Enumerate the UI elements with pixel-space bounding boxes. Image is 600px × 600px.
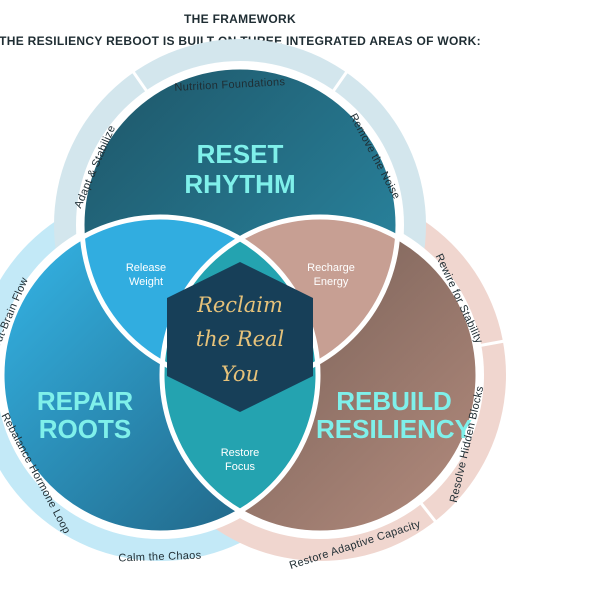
center-line2: the Real: [196, 327, 285, 351]
overlap-top-left-line2: Weight: [129, 276, 163, 288]
ring-left-label-3: Calm the Chaos: [118, 550, 202, 565]
ring-top-label-2: Nutrition Foundations: [174, 76, 286, 94]
repair-title-line1: REPAIR: [37, 386, 134, 416]
overlap-top-right-line2: Energy: [314, 276, 349, 288]
reset-title-line1: RESET: [197, 139, 284, 169]
center-hexagon: [167, 262, 313, 412]
overlap-left-right-line2: Focus: [225, 461, 255, 473]
center-line3: You: [221, 362, 259, 386]
framework-eyebrow: THE FRAMEWORK: [184, 12, 296, 26]
overlap-top-right-line1: Recharge: [307, 262, 355, 274]
repair-title-line2: ROOTS: [39, 414, 131, 444]
overlap-top-left-line1: Release: [126, 262, 166, 274]
rebuild-title-line1: REBUILD: [336, 386, 452, 416]
center-line1: Reclaim: [196, 293, 283, 317]
overlap-left-right-line1: Restore: [221, 447, 260, 459]
rebuild-title-line2: RESILIENCY: [316, 414, 472, 444]
reset-title-line2: RHYTHM: [184, 169, 295, 199]
